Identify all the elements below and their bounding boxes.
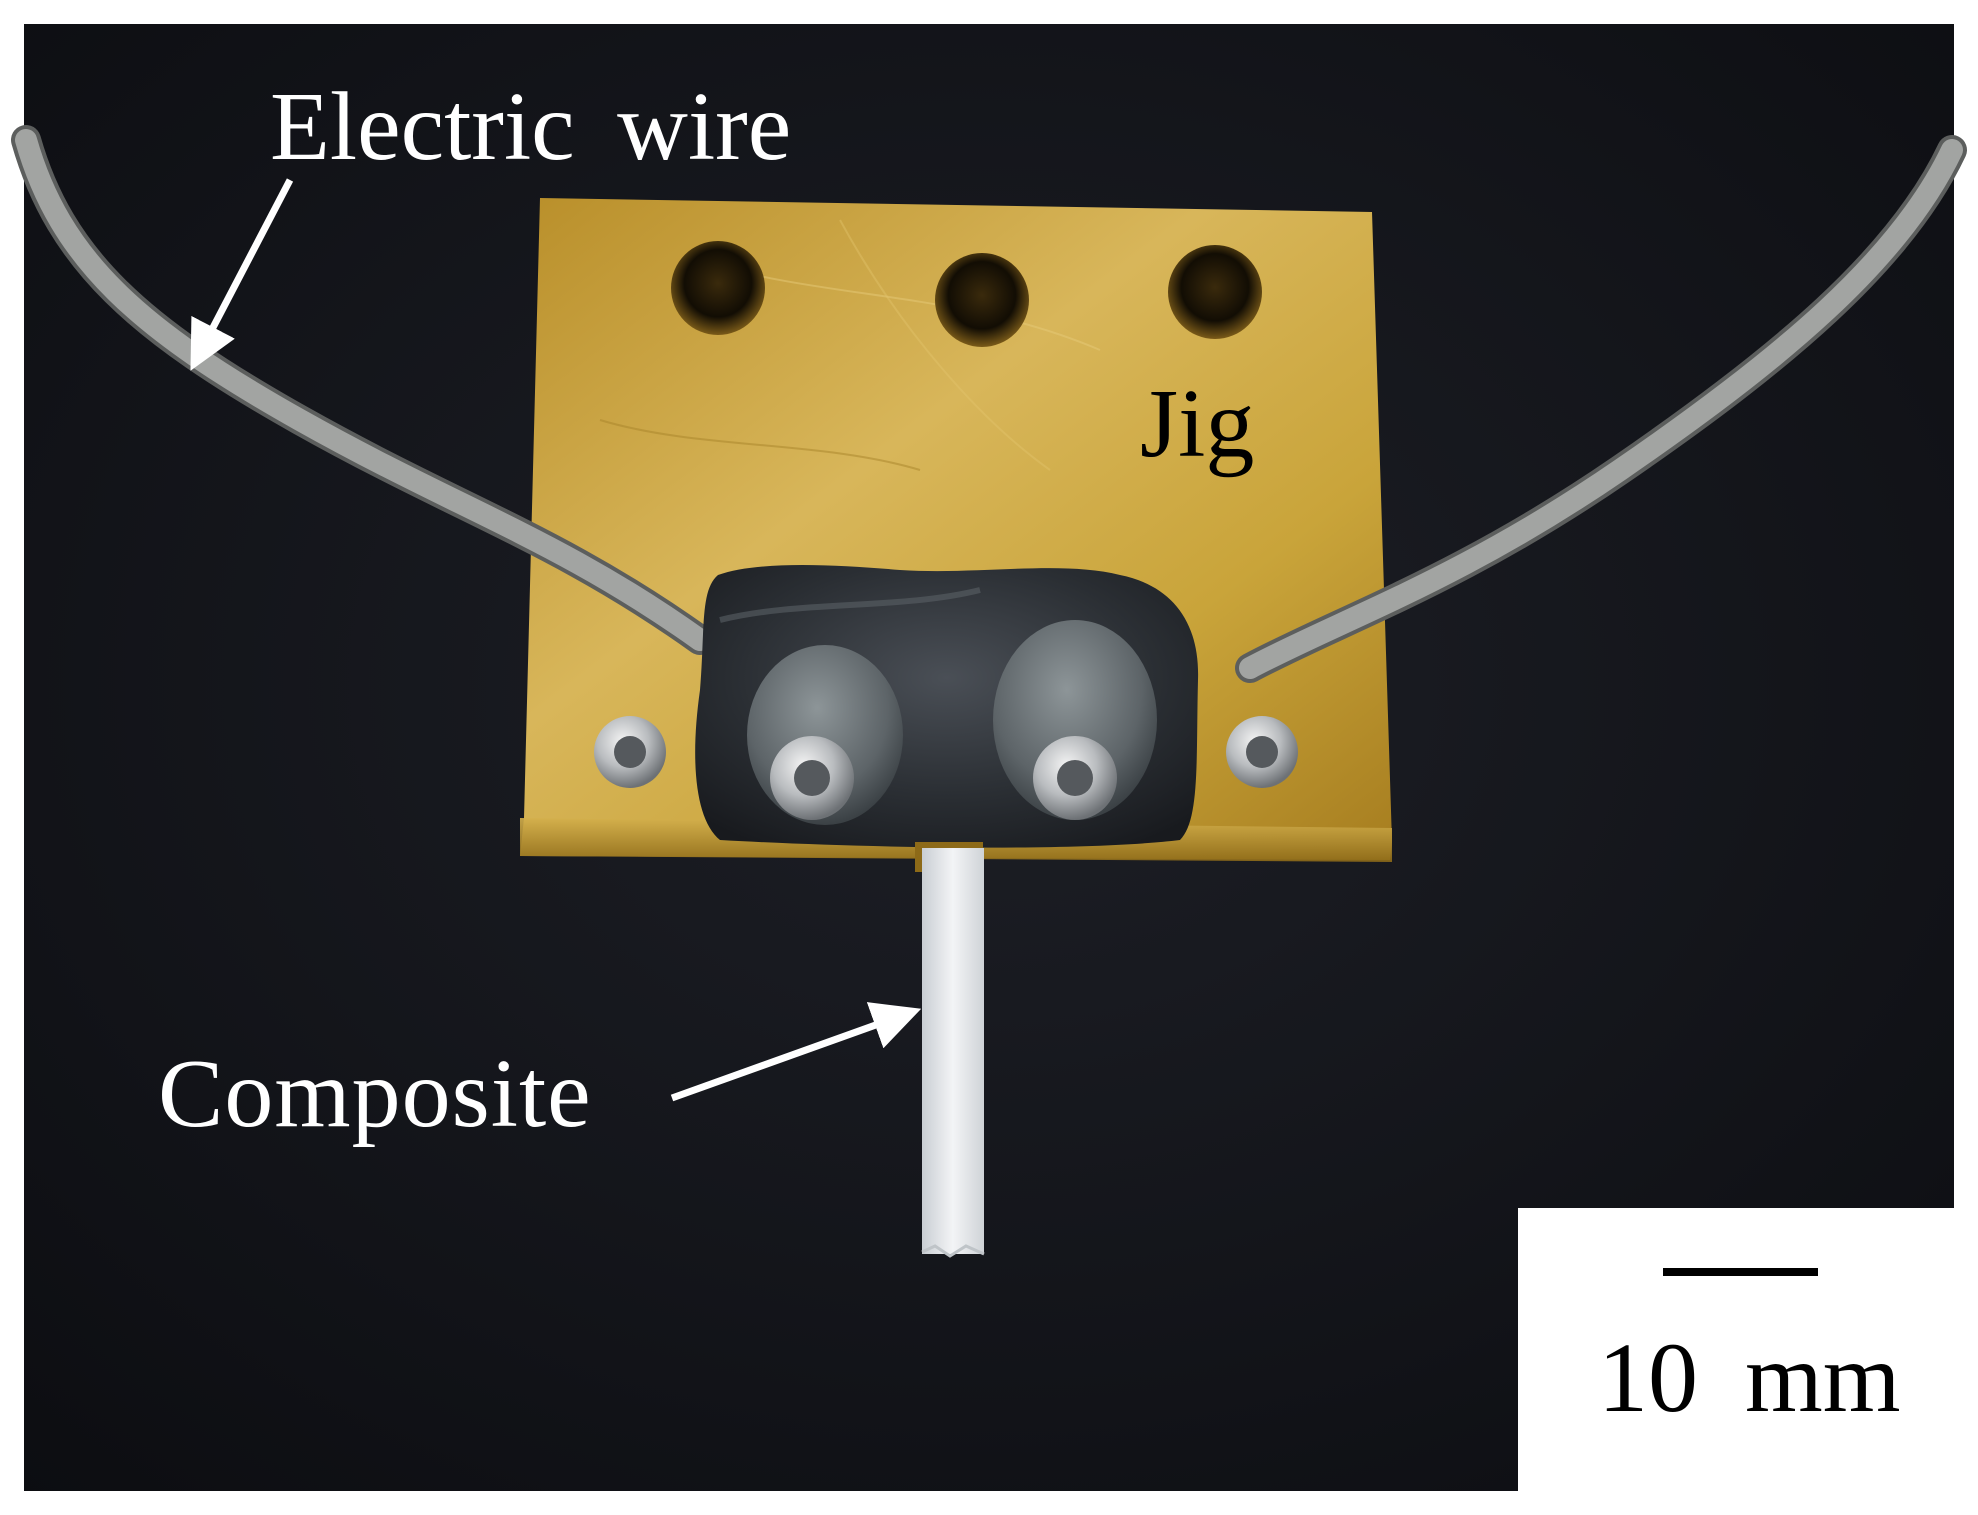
jig-label: Jig xyxy=(1140,370,1255,478)
composite-arrow xyxy=(670,1002,922,1102)
composite-label: Composite xyxy=(158,1040,592,1148)
electric-wires xyxy=(11,125,1967,683)
scale-bar-box: 10 mm xyxy=(1518,1208,1958,1495)
composite-strip xyxy=(915,842,985,1258)
wire-arrow xyxy=(190,178,294,371)
electric-wire-label: Electric wire xyxy=(270,73,792,181)
epoxy-potting xyxy=(695,565,1199,848)
scale-bar xyxy=(1663,1268,1818,1276)
screws xyxy=(594,716,1298,820)
scale-bar-label: 10 mm xyxy=(1598,1322,1901,1433)
jig-holes xyxy=(671,241,1262,347)
